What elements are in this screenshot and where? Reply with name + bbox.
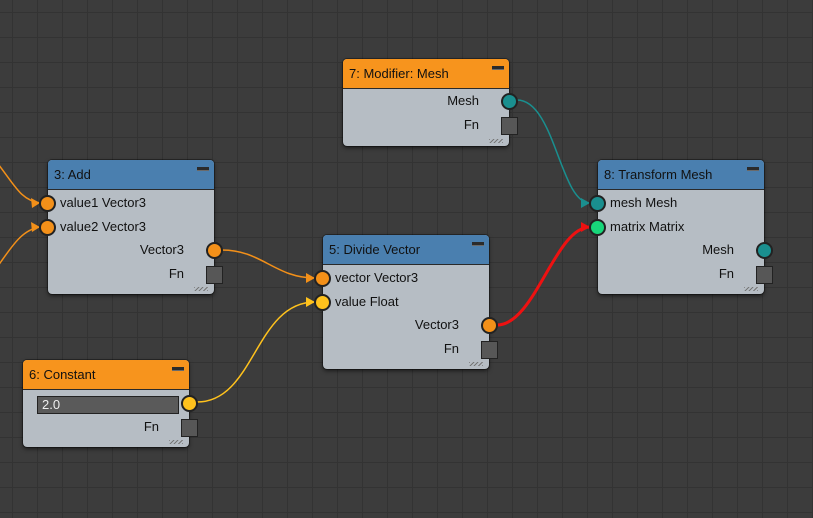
collapse-icon[interactable] [492,66,504,70]
collapse-icon[interactable] [172,367,184,371]
input-port-row: mesh Mesh [589,193,764,213]
node-title: 3: Add [54,167,91,182]
port-label: Mesh [702,242,734,257]
input-port-mesh[interactable] [589,195,606,212]
fn-row: Fn [48,264,223,284]
input-port-row: value2 Vector3 [39,217,214,237]
wire-constant-to-divide-value[interactable] [196,301,316,403]
fn-port[interactable] [206,266,223,284]
input-port-row: value1 Vector3 [39,193,214,213]
node-header[interactable]: 6: Constant [23,360,189,390]
input-port-row: value Float [314,292,489,312]
wire-offscreen-to-add-value1[interactable] [0,160,41,204]
port-label: Mesh [447,93,479,108]
port-label: matrix Matrix [610,219,685,234]
node-add[interactable]: 3: Add value1 Vector3 value2 Vector3 Vec… [39,159,223,295]
node-constant[interactable]: 6: Constant 2.0 Fn [22,359,198,448]
node-header[interactable]: 5: Divide Vector [323,235,489,265]
fn-port[interactable] [756,266,773,284]
collapse-icon[interactable] [472,242,484,246]
input-port-row: matrix Matrix [589,217,764,237]
wire-add-to-divide-vector[interactable] [221,249,316,279]
fn-row: Fn [23,417,198,437]
input-port-row: vector Vector3 [314,268,489,288]
fn-row: Fn [343,115,518,135]
input-port-value[interactable] [314,294,331,311]
node-title: 8: Transform Mesh [604,167,713,182]
fn-port[interactable] [181,419,198,437]
port-label: value1 Vector3 [60,195,147,210]
port-label: value2 Vector3 [60,219,147,234]
fn-label: Fn [168,266,184,281]
output-port-row: Vector3 [48,240,223,260]
resize-grip-icon[interactable] [194,287,208,291]
input-port-value2[interactable] [39,219,56,236]
input-port-matrix[interactable] [589,219,606,236]
output-port-row: Mesh [343,91,518,111]
wire-divide-to-transform-matrix[interactable] [496,225,591,327]
wire-offscreen-to-add-value2[interactable] [0,226,41,270]
fn-label: Fn [718,266,734,281]
wire-modifier-to-transform-mesh[interactable] [516,99,591,204]
output-port-float[interactable] [181,395,198,412]
resize-grip-icon[interactable] [469,362,483,366]
fn-row: Fn [598,264,773,284]
input-port-vector[interactable] [314,270,331,287]
port-label: value Float [335,294,399,309]
node-header[interactable]: 3: Add [48,160,214,190]
output-port-vector3[interactable] [206,242,223,259]
node-transform-mesh[interactable]: 8: Transform Mesh mesh Mesh matrix Matri… [589,159,773,295]
input-port-value1[interactable] [39,195,56,212]
fn-label: Fn [443,341,459,356]
resize-grip-icon[interactable] [744,287,758,291]
node-title: 6: Constant [29,367,96,382]
output-port-row: Vector3 [323,315,498,335]
port-label: vector Vector3 [335,270,419,285]
collapse-icon[interactable] [197,167,209,171]
node-modifier-mesh[interactable]: 7: Modifier: Mesh Mesh Fn [342,58,518,147]
node-title: 7: Modifier: Mesh [349,66,449,81]
output-port-vector3[interactable] [481,317,498,334]
port-label: Vector3 [139,242,184,257]
output-port-mesh[interactable] [756,242,773,259]
collapse-icon[interactable] [747,167,759,171]
resize-grip-icon[interactable] [169,440,183,444]
fn-port[interactable] [481,341,498,359]
fn-label: Fn [143,419,159,434]
node-title: 5: Divide Vector [329,242,421,257]
node-header[interactable]: 8: Transform Mesh [598,160,764,190]
output-port-mesh[interactable] [501,93,518,110]
node-header[interactable]: 7: Modifier: Mesh [343,59,509,89]
resize-grip-icon[interactable] [489,139,503,143]
fn-label: Fn [463,117,479,132]
fn-row: Fn [323,339,498,359]
port-label: Vector3 [414,317,459,332]
constant-value-input[interactable]: 2.0 [37,396,179,414]
port-label: mesh Mesh [610,195,678,210]
output-port-row: Mesh [598,240,773,260]
node-divide-vector[interactable]: 5: Divide Vector vector Vector3 value Fl… [314,234,498,370]
fn-port[interactable] [501,117,518,135]
